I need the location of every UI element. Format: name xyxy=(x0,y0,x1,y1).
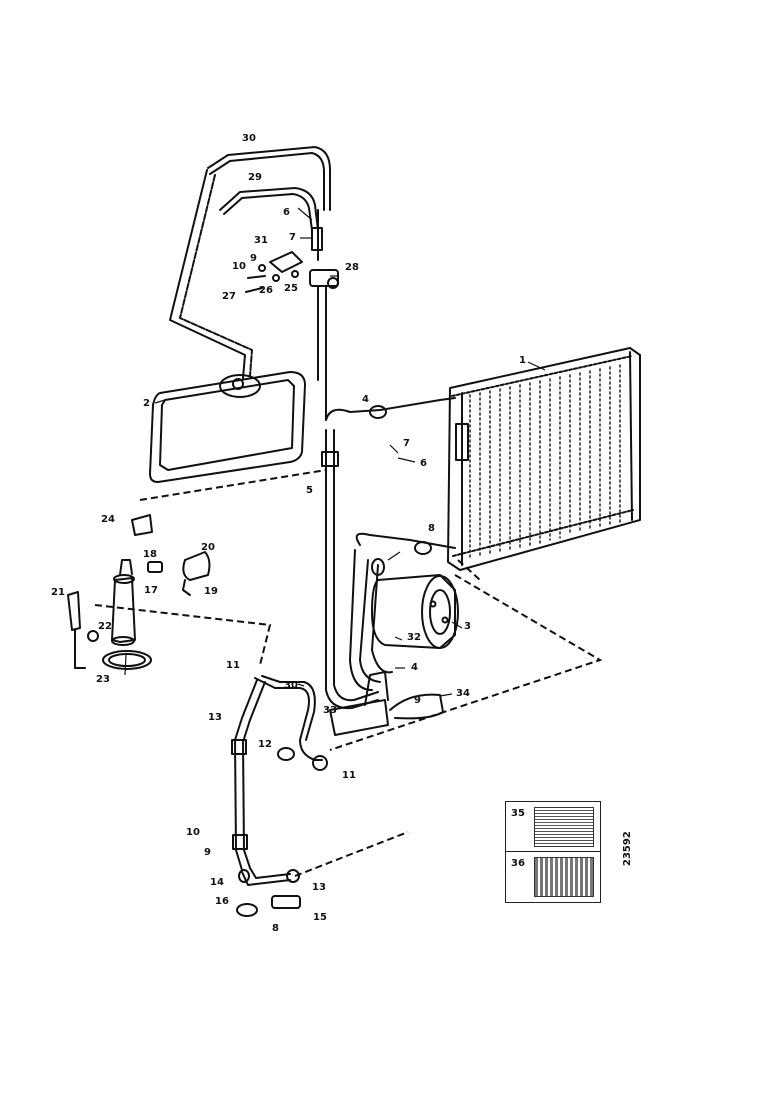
decal-inset: 35 36 xyxy=(505,801,601,903)
callout-16: 16 xyxy=(215,896,229,907)
callout-25: 25 xyxy=(284,283,298,294)
pipe-29 xyxy=(219,187,319,231)
decal-36-panel: 36 xyxy=(506,852,600,902)
callout-29: 29 xyxy=(248,172,262,183)
callout-8a: 8 xyxy=(428,523,435,534)
callout-9a: 9 xyxy=(250,253,257,264)
callout-15: 15 xyxy=(313,912,327,923)
sensor-lead xyxy=(389,693,444,720)
callout-4b: 4 xyxy=(411,662,418,673)
callout-35: 35 xyxy=(511,808,525,819)
callout-19: 19 xyxy=(204,586,218,597)
callout-28: 28 xyxy=(345,262,359,273)
callout-36: 36 xyxy=(511,858,525,869)
callout-30a: 30 xyxy=(242,133,256,144)
callout-7a: 7 xyxy=(289,232,296,243)
compressor xyxy=(371,574,459,649)
callout-5: 5 xyxy=(306,485,313,496)
pipe-30-lower xyxy=(254,677,323,761)
callout-11b: 11 xyxy=(342,770,356,781)
callout-10b: 10 xyxy=(186,827,200,838)
decal-36-image xyxy=(534,857,594,897)
callout-24: 24 xyxy=(101,514,115,525)
callout-2: 2 xyxy=(143,398,150,409)
compressor-hose xyxy=(349,532,456,691)
callout-8b: 8 xyxy=(272,923,279,934)
clamp xyxy=(102,650,152,670)
callout-27: 27 xyxy=(222,291,236,302)
callout-13b: 13 xyxy=(312,882,326,893)
callout-12: 12 xyxy=(258,739,272,750)
callout-10a: 10 xyxy=(232,261,246,272)
pipe-30 xyxy=(207,146,331,211)
callout-9c: 9 xyxy=(414,695,421,706)
evaporator xyxy=(149,371,306,483)
callout-3: 3 xyxy=(464,621,471,632)
expansion-valve xyxy=(309,269,339,287)
evaporator-hose-inner xyxy=(179,174,253,377)
callout-21: 21 xyxy=(51,587,65,598)
condenser xyxy=(447,347,641,571)
pipe-4-upper xyxy=(325,397,456,421)
callout-33: 33 xyxy=(323,705,337,716)
pipe-30-inner xyxy=(209,152,325,211)
callout-26: 26 xyxy=(259,285,273,296)
callout-31: 31 xyxy=(254,235,268,246)
evaporator-inner xyxy=(159,379,295,471)
callout-23: 23 xyxy=(96,674,110,685)
figure-code: 23592 xyxy=(622,831,633,866)
pipe-5 xyxy=(325,429,379,710)
callout-30b: 30 xyxy=(284,680,298,691)
callout-7b: 7 xyxy=(403,438,410,449)
callout-17: 17 xyxy=(144,585,158,596)
callout-20: 20 xyxy=(201,542,215,553)
receiver-drier xyxy=(111,559,136,646)
callout-6b: 6 xyxy=(420,458,427,469)
callout-18: 18 xyxy=(143,549,157,560)
callout-1: 1 xyxy=(519,355,526,366)
evaporator-hose xyxy=(169,169,246,379)
bracket xyxy=(329,671,389,736)
pipe-29-inner xyxy=(223,193,313,231)
callout-9b: 9 xyxy=(204,847,211,858)
callout-13a: 13 xyxy=(208,712,222,723)
decal-35-image xyxy=(534,807,594,847)
callout-32: 32 xyxy=(407,632,421,643)
callout-22: 22 xyxy=(98,621,112,632)
callout-11a: 11 xyxy=(226,660,240,671)
callout-34: 34 xyxy=(456,688,470,699)
callout-6a: 6 xyxy=(283,207,290,218)
callout-4a: 4 xyxy=(362,394,369,405)
decal-35-panel: 35 xyxy=(506,802,600,852)
callout-14: 14 xyxy=(210,877,224,888)
